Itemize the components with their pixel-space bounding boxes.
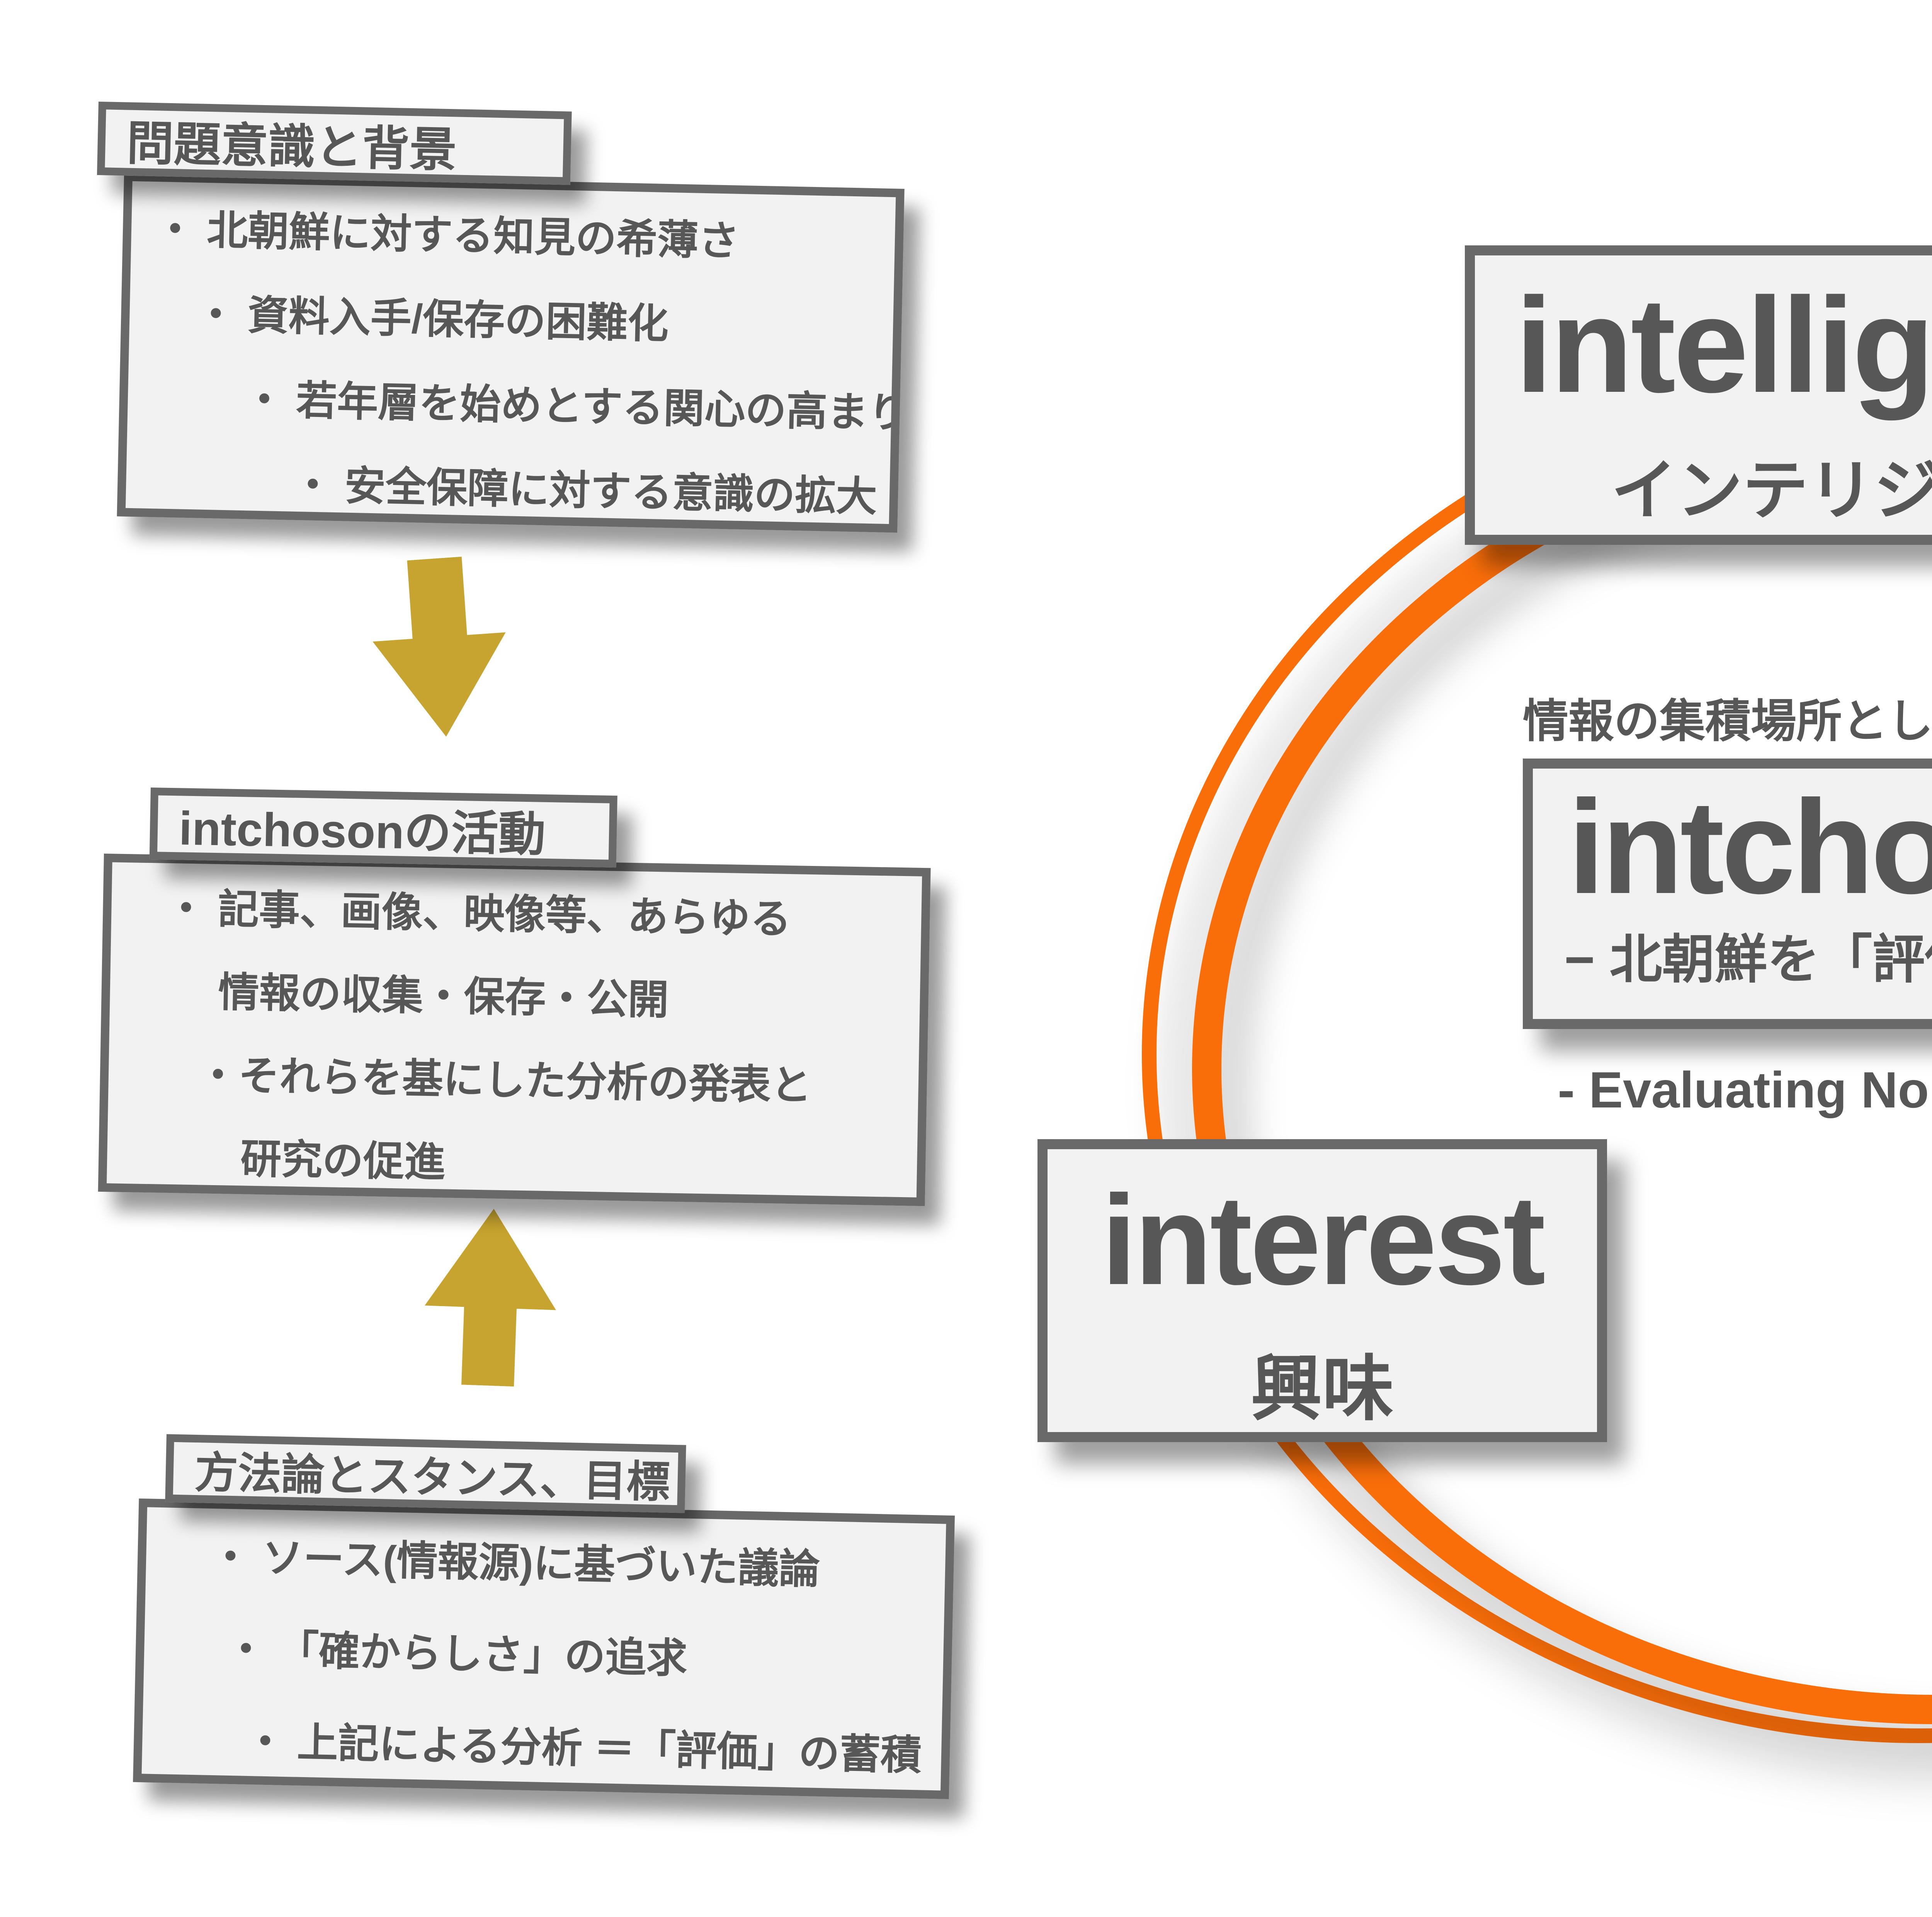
intelligence-label-en: intelligence [1515, 270, 1932, 421]
panel-activities-title-tab: intchosonの活動 [149, 788, 617, 868]
panel-background-body: ・ 北朝鮮に対する知見の希薄さ ・ 資料入手/保存の困難化 ・ 若年層を始めとす… [117, 172, 905, 533]
intchoson-name: intchoson [1568, 773, 1932, 922]
intelligence-label-ja: インテリジェンス [1611, 454, 1932, 527]
bullet-line: ・ ソース(情報源)に基づいた議論 [209, 1534, 821, 1592]
interest-label-ja: 興味 [1251, 1349, 1394, 1429]
bullet-line: ・ 資料入手/保存の困難化 [195, 291, 669, 347]
interest-label-en: interest [1101, 1169, 1546, 1311]
intchoson-box: intchoson − 北朝鮮を「評価」する − [1523, 759, 1932, 1029]
bullet-line: 情報の収集・保存・公開 [218, 970, 669, 1023]
interest-box: interest 興味 [1037, 1139, 1607, 1442]
center-lead-text: 情報の集積場所としての [1523, 696, 1932, 747]
bullet-line: ・ 記事、画像、映像等、あらゆる [165, 885, 792, 942]
panel-background-title: 問題意識と背景 [126, 117, 457, 176]
panel-methodology-title-tab: 方法論とスタンス、目標 [165, 1434, 686, 1513]
panel-activities-title: intchosonの活動 [178, 801, 546, 861]
bullet-line: ・ 若年層を始めとする関心の高まり [243, 377, 905, 437]
arrow-down-icon [367, 554, 512, 742]
bullet-line: ・ 「確からしさ」の追求 [225, 1626, 688, 1682]
panel-background-title-tab: 問題意識と背景 [97, 102, 572, 185]
bullet-line: ・それらを基にした分析の発表と [197, 1052, 812, 1109]
center-caption: - Evaluating North Korea - [1558, 1061, 1932, 1118]
intchoson-subtitle: − 北朝鮮を「評価」する − [1564, 930, 1932, 989]
intelligence-box: intelligence インテリジェンス [1465, 245, 1932, 545]
center-group: 情報の集積場所としての intchoson − 北朝鮮を「評価」する − - E… [1523, 684, 1932, 1119]
panel-methodology-title: 方法論とスタンス、目標 [194, 1448, 670, 1507]
bullet-line: ・ 上記による分析 ＝「評価」の蓄積 [244, 1718, 922, 1779]
bullet-line: ・ 安全保障に対する意識の拡大 [292, 462, 878, 520]
panel-activities-body: ・ 記事、画像、映像等、あらゆる 情報の収集・保存・公開 ・それらを基にした分析… [98, 853, 931, 1206]
panel-activities: intchosonの活動 ・ 記事、画像、映像等、あらゆる 情報の収集・保存・公… [97, 787, 974, 1235]
panel-background: 問題意識と背景 ・ 北朝鮮に対する知見の希薄さ ・ 資料入手/保存の困難化 ・ … [89, 102, 949, 564]
arrow-up-icon [422, 1206, 560, 1388]
bullet-line: ・ 北朝鮮に対する知見の希薄さ [154, 206, 740, 264]
bullet-line: 研究の促進 [240, 1136, 446, 1186]
panel-methodology-body: ・ ソース(情報源)に基づいた議論 ・ 「確からしさ」の追求 ・ 上記による分析… [133, 1498, 955, 1800]
panel-methodology: 方法論とスタンス、目標 ・ ソース(情報源)に基づいた議論 ・ 「確からしさ」の… [132, 1434, 998, 1830]
